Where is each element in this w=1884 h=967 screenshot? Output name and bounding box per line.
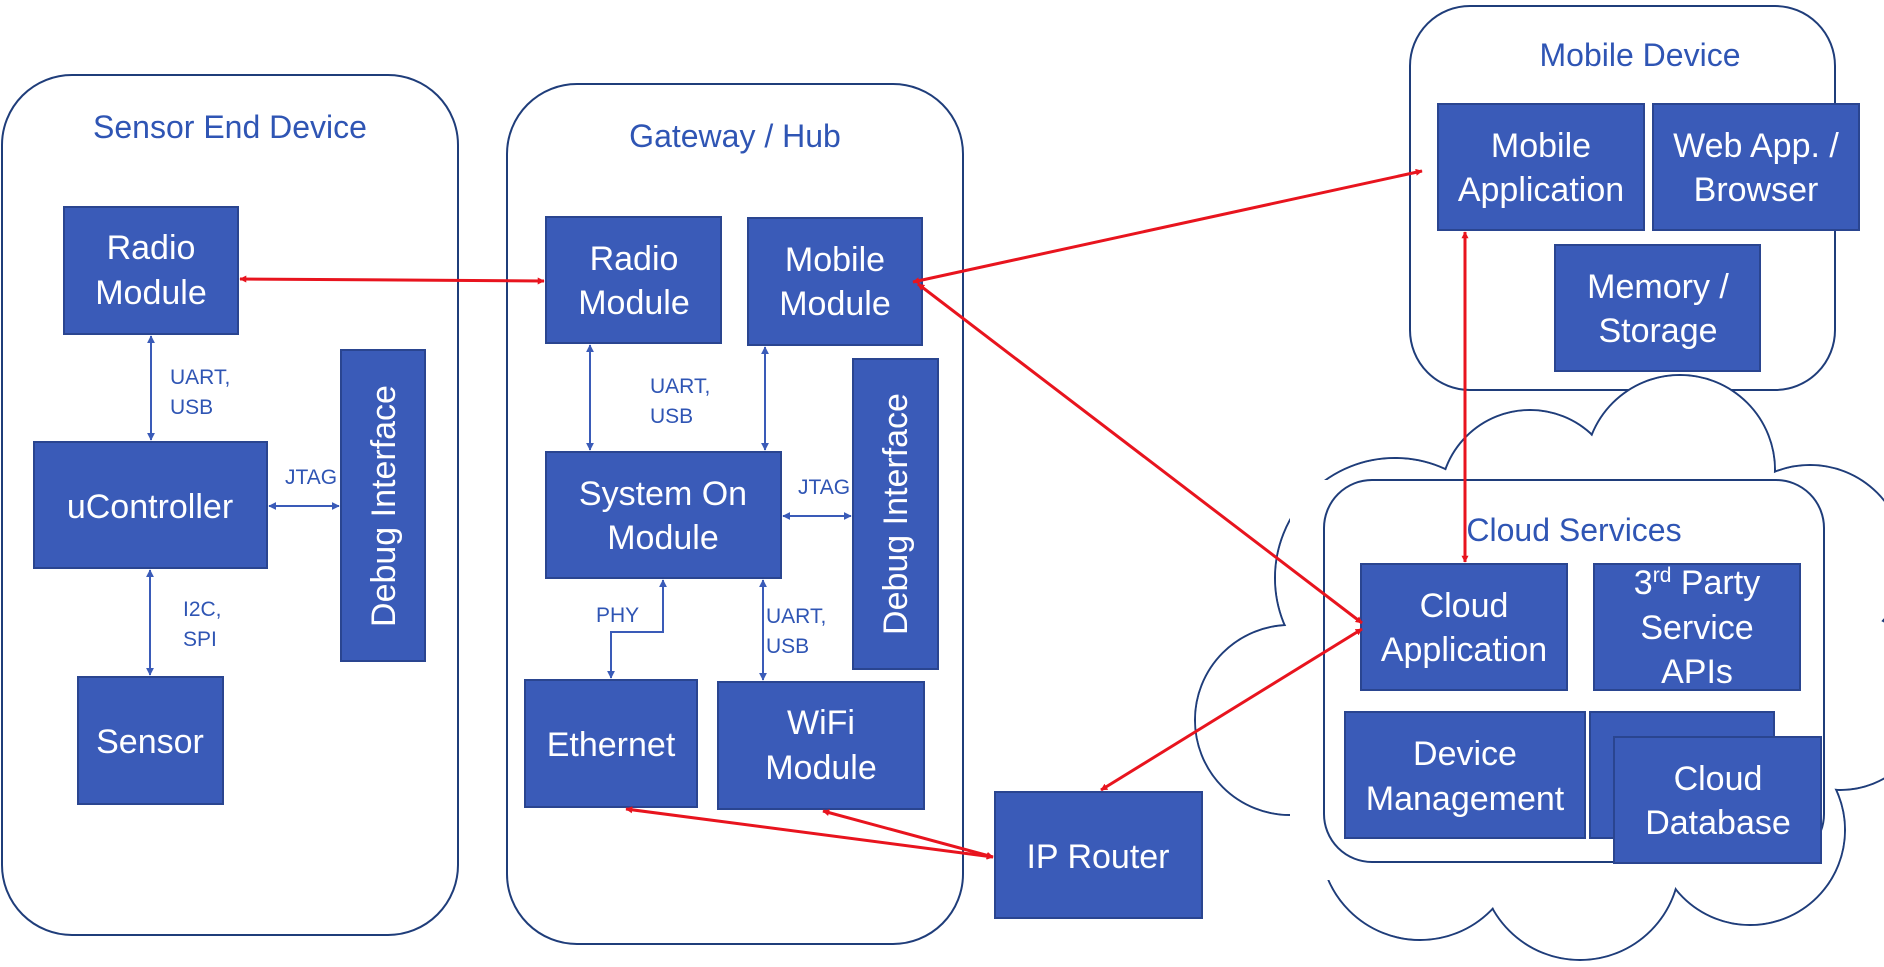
- svg-text:USB: USB: [766, 635, 809, 658]
- sensor-block: Sensor: [77, 676, 224, 805]
- svg-text:WiFi: WiFi: [787, 704, 855, 742]
- link-wifi-router: [822, 809, 994, 859]
- link-som-ethernet: [607, 579, 667, 679]
- svg-text:Debug Interface: Debug Interface: [877, 393, 915, 635]
- svg-text:UART,: UART,: [766, 605, 826, 628]
- svg-text:Mobile: Mobile: [785, 241, 885, 279]
- svg-text:Ethernet: Ethernet: [547, 726, 676, 764]
- svg-text:Service: Service: [1640, 609, 1753, 647]
- link-router-cloud-app: [1100, 627, 1363, 792]
- svg-text:Radio: Radio: [590, 240, 679, 278]
- gateway-debug-interface: Debug Interface: [852, 358, 939, 670]
- mobile-application: Mobile Application: [1437, 103, 1645, 231]
- gateway-system-on-module: System On Module: [545, 451, 782, 579]
- svg-text:Module: Module: [578, 284, 690, 322]
- sensor-internal-links: UART, USB JTAG I2C, SPI: [146, 335, 340, 676]
- svg-text:JTAG: JTAG: [285, 466, 337, 489]
- svg-text:Web App. /: Web App. /: [1673, 127, 1839, 165]
- svg-text:Sensor: Sensor: [96, 723, 204, 761]
- cloud-application: Cloud Application: [1360, 563, 1568, 691]
- svg-text:USB: USB: [170, 396, 213, 419]
- link-mobile-module-mobile-app: [912, 168, 1423, 285]
- link-sensor-radio-gateway-radio: [239, 275, 545, 285]
- web-app-browser: Web App. / Browser: [1652, 103, 1860, 231]
- svg-text:Module: Module: [95, 274, 207, 312]
- network-links: [239, 168, 1469, 860]
- svg-text:Application: Application: [1381, 631, 1547, 669]
- svg-text:Device: Device: [1413, 735, 1517, 773]
- gateway-mobile-module: Mobile Module: [747, 217, 923, 346]
- svg-text:Module: Module: [779, 285, 891, 323]
- svg-text:UART,: UART,: [650, 375, 710, 398]
- svg-text:3rd Party: 3rd Party: [1634, 564, 1760, 602]
- svg-text:Memory /: Memory /: [1587, 268, 1729, 306]
- sensor-ucontroller: uController: [33, 441, 268, 569]
- ip-router: IP Router: [994, 791, 1203, 919]
- svg-text:Cloud: Cloud: [1674, 760, 1763, 798]
- svg-text:Cloud: Cloud: [1420, 587, 1509, 625]
- gateway-ethernet: Ethernet: [524, 679, 698, 808]
- svg-text:Browser: Browser: [1694, 171, 1819, 209]
- svg-text:USB: USB: [650, 405, 693, 428]
- svg-text:Mobile: Mobile: [1491, 127, 1591, 165]
- svg-text:Database: Database: [1645, 804, 1791, 842]
- svg-text:System On: System On: [579, 475, 747, 513]
- link-mobile-module-cloud-app: [917, 282, 1363, 625]
- sensor-radio-module: Radio Module: [63, 206, 239, 335]
- svg-text:Management: Management: [1366, 780, 1565, 818]
- svg-text:Module: Module: [607, 519, 719, 557]
- memory-storage: Memory / Storage: [1554, 244, 1761, 372]
- third-party-service-apis: 3rd Party Service APIs: [1593, 563, 1801, 691]
- gateway-hub-title: Gateway / Hub: [629, 118, 841, 154]
- sensor-debug-interface: Debug Interface: [340, 349, 426, 662]
- gateway-wifi-module: WiFi Module: [717, 681, 925, 810]
- svg-text:uController: uController: [67, 488, 233, 526]
- svg-text:IP Router: IP Router: [1026, 838, 1169, 876]
- svg-text:Storage: Storage: [1598, 312, 1717, 350]
- gateway-internal-links: UART, USB JTAG PHY UART, USB: [586, 344, 852, 681]
- cloud-services-title: Cloud Services: [1466, 512, 1681, 548]
- sensor-end-device-title: Sensor End Device: [93, 109, 367, 145]
- svg-text:APIs: APIs: [1661, 653, 1733, 691]
- gateway-radio-module: Radio Module: [545, 216, 722, 344]
- svg-text:PHY: PHY: [596, 604, 639, 627]
- svg-text:Radio: Radio: [107, 229, 196, 267]
- svg-text:Module: Module: [765, 749, 877, 787]
- svg-text:Application: Application: [1458, 171, 1624, 209]
- svg-text:JTAG: JTAG: [798, 476, 850, 499]
- device-management: Device Management: [1344, 711, 1586, 839]
- mobile-device-title: Mobile Device: [1540, 37, 1741, 73]
- svg-text:UART,: UART,: [170, 366, 230, 389]
- svg-text:SPI: SPI: [183, 628, 217, 651]
- cloud-database: Cloud Database: [1589, 711, 1822, 864]
- svg-text:I2C,: I2C,: [183, 598, 222, 621]
- svg-text:Debug Interface: Debug Interface: [365, 385, 403, 627]
